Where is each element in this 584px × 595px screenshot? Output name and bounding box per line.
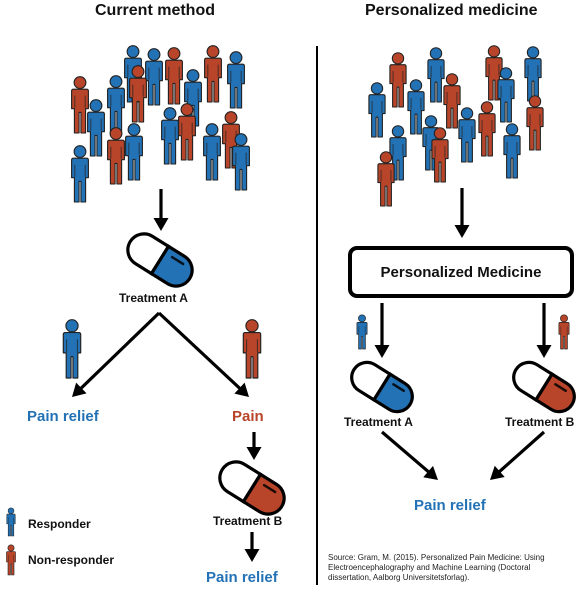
arrow-box-to-treatment-a: [374, 303, 390, 358]
right-crowd-person-7: [443, 73, 461, 129]
arrow-treatment-b-to-relief: [490, 430, 546, 480]
arrow-crowd-to-treatment-a: [153, 189, 169, 231]
right-crowd-person-16: [503, 123, 521, 179]
source-citation: Source: Gram, M. (2015). Personalized Pa…: [328, 553, 545, 582]
right-treatment-b-label: Treatment B: [505, 415, 575, 429]
right-pain-relief-label: Pain relief: [414, 497, 486, 514]
arrow-crowd-to-personalized-box: [454, 188, 470, 238]
right-crowd-person-11: [458, 107, 476, 163]
right-crowd-person-1: [389, 52, 407, 108]
left-crowd-person-2: [145, 48, 163, 106]
left-crowd-person-17: [203, 123, 221, 181]
right-treatment-a-label: Treatment A: [344, 415, 413, 429]
arrow-treatment-a-to-relief: [380, 430, 438, 480]
left-crowd-person-7: [107, 75, 125, 133]
left-crowd-person-11: [161, 107, 179, 165]
right-crowd-person-13: [526, 95, 544, 151]
right-crowd-person-15: [431, 127, 449, 183]
left-crowd-person-15: [107, 127, 125, 185]
legend-non-responder-label: Non-responder: [28, 553, 115, 567]
arrow-pain-to-treatment-b: [246, 432, 262, 460]
left-crowd-person-12: [178, 103, 196, 161]
right-crowd-person-14: [377, 151, 395, 207]
right-pill-treatment-a: [350, 360, 414, 414]
arrow-box-to-treatment-b: [536, 303, 552, 358]
personalized-medicine-box: Personalized Medicine: [348, 246, 574, 298]
left-crowd-person-18: [232, 133, 250, 191]
left-pill-treatment-b: [218, 460, 286, 516]
left-heading: Current method: [95, 2, 215, 19]
legend-responder-icon: [6, 507, 16, 537]
legend-responder-label: Responder: [28, 517, 91, 531]
right-crowd-person-12: [478, 101, 496, 157]
personalized-medicine-box-label: Personalized Medicine: [380, 263, 542, 281]
arrow-to-pain-relief: [72, 311, 161, 397]
legend-non-responder-icon: [6, 544, 16, 576]
left-treatment-a-label: Treatment A: [119, 291, 188, 305]
left-responder-person: [62, 319, 82, 379]
arrow-treatment-b-to-relief: [244, 532, 260, 562]
left-treatment-b-label: Treatment B: [213, 514, 283, 528]
left-crowd-person-8: [129, 65, 147, 123]
right-responder-person: [356, 314, 368, 350]
left-crowd-person-5: [227, 51, 245, 109]
right-non-responder-person: [558, 314, 570, 350]
left-pain-relief-label: Pain relief: [27, 408, 99, 425]
left-crowd-person-14: [71, 145, 89, 203]
right-heading: Personalized medicine: [365, 2, 538, 19]
right-crowd-person-5: [368, 82, 386, 138]
left-crowd-person-10: [87, 99, 105, 157]
left-pain-label: Pain: [232, 408, 264, 425]
left-crowd-person-3: [165, 47, 183, 105]
right-crowd-person-8: [497, 67, 515, 123]
left-crowd-person-4: [204, 45, 222, 103]
right-crowd-person-6: [407, 79, 425, 135]
arrow-to-pain: [157, 311, 249, 397]
left-final-pain-relief-label: Pain relief: [206, 569, 278, 586]
left-non-responder-person: [242, 319, 262, 379]
left-pill-treatment-a: [126, 232, 194, 288]
right-crowd-person-4: [524, 46, 542, 102]
left-crowd-person-16: [125, 123, 143, 181]
right-pill-treatment-b: [512, 360, 576, 414]
left-crowd-person-6: [71, 76, 89, 134]
right-crowd-person-2: [427, 47, 445, 103]
